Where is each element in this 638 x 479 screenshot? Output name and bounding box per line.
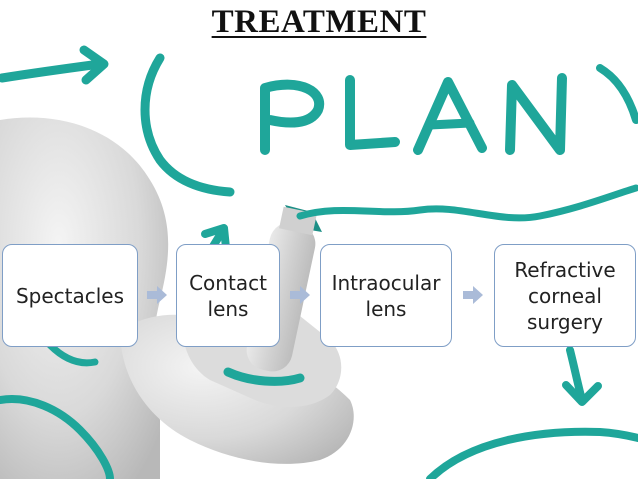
- step-box-spectacles: Spectacles: [2, 244, 138, 347]
- flow-arrow-1: [147, 286, 167, 304]
- flow-arrow-2: [290, 286, 310, 304]
- step-box-refractive-corneal-surgery: Refractive corneal surgery: [494, 244, 636, 347]
- page-title: TREATMENT: [211, 4, 427, 40]
- teal-strokes: [0, 45, 638, 479]
- step-box-intraocular-lens: Intraocular lens: [320, 244, 452, 347]
- step-box-contact-lens: Contact lens: [176, 244, 280, 347]
- flow-arrow-3: [463, 286, 483, 304]
